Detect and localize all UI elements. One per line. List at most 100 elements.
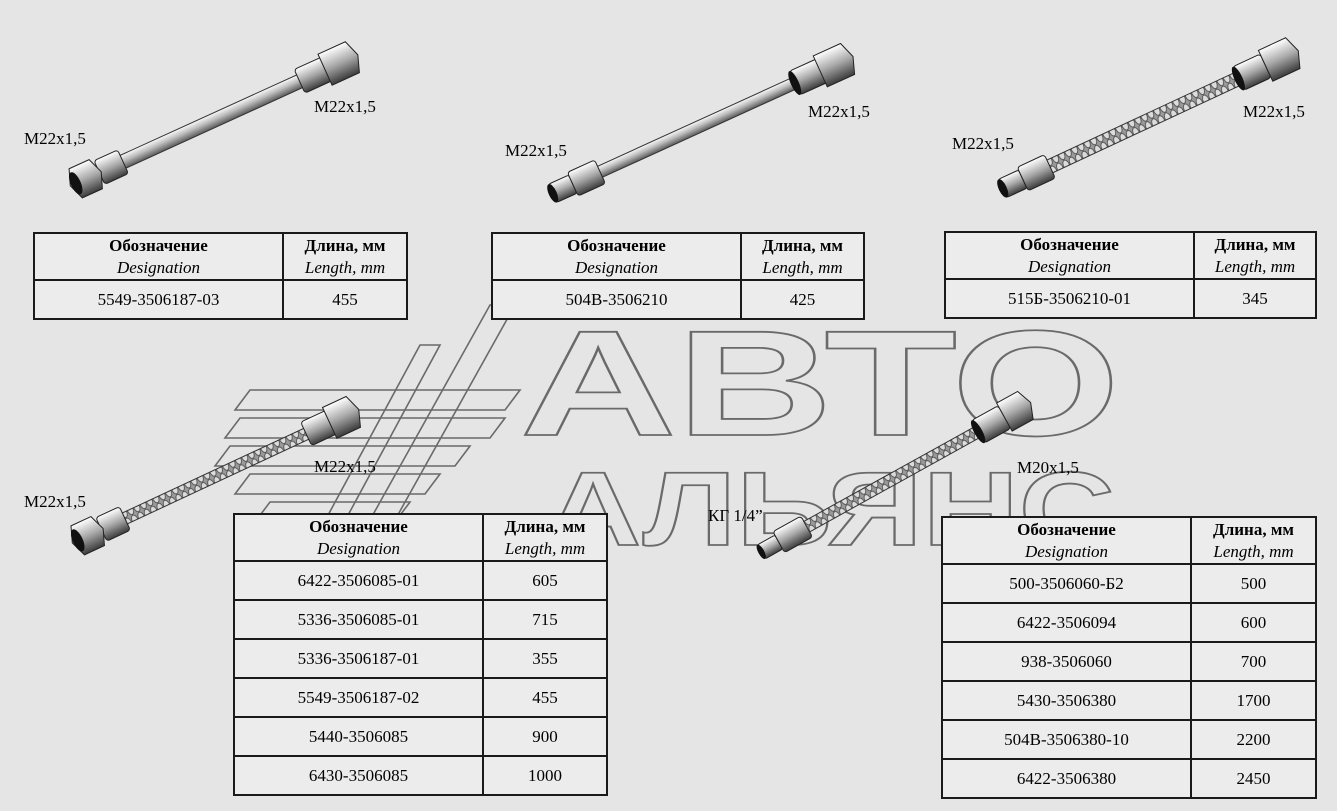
nut-face <box>70 529 85 552</box>
designation-cell: 6430-3506085 <box>233 755 484 796</box>
logo-stripe <box>223 417 507 439</box>
hose-assembly-2 <box>547 42 856 203</box>
designation-cell: 5440-3506085 <box>233 716 484 757</box>
thread-label-left: M22x1,5 <box>24 129 86 148</box>
ring <box>970 420 986 444</box>
ferrule <box>567 160 605 196</box>
designation-cell: 5336-3506187-01 <box>233 638 484 679</box>
logo-stripe <box>233 473 442 495</box>
nipple-face <box>997 179 1009 198</box>
designation-cell: 5549-3506187-02 <box>233 677 484 718</box>
length-cell: 2450 <box>1190 758 1317 799</box>
thread-label-right: M22x1,5 <box>314 457 376 476</box>
hex-nut <box>995 390 1034 432</box>
thread-label-left: M22x1,5 <box>24 492 86 511</box>
thread-label-right: M22x1,5 <box>1243 102 1305 121</box>
hose-braid <box>118 425 315 527</box>
length-cell: 715 <box>482 599 608 640</box>
designation-cell: 500-3506060-Б2 <box>941 563 1192 604</box>
designation-cell: 5336-3506085-01 <box>233 599 484 640</box>
ring <box>788 71 802 95</box>
watermark-line1: АВТО <box>520 299 1120 467</box>
length-cell: 455 <box>482 677 608 718</box>
designation-cell: 504В-3506380-10 <box>941 719 1192 760</box>
logo-stripe <box>233 389 522 411</box>
length-cell: 455 <box>282 279 408 320</box>
length-cell: 600 <box>1190 602 1317 643</box>
hex-nut <box>1257 37 1301 82</box>
length-cell: 1000 <box>482 755 608 796</box>
hose-tube <box>115 71 310 171</box>
logo-slash <box>368 304 517 521</box>
hose-assembly-4 <box>70 395 361 556</box>
hex-nut <box>317 41 360 86</box>
hex-nut <box>321 395 361 439</box>
thread-label-right: M22x1,5 <box>314 97 376 116</box>
length-cell: 500 <box>1190 563 1317 604</box>
length-cell: 425 <box>740 279 865 320</box>
ferrule <box>1017 155 1055 191</box>
designation-cell: 5430-3506380 <box>941 680 1192 721</box>
thread-label-left: M22x1,5 <box>952 134 1014 153</box>
hose-braid <box>1042 70 1245 176</box>
nipple-face <box>547 184 559 203</box>
designation-cell: 5549-3506187-03 <box>33 279 284 320</box>
hose-assembly-5 <box>756 390 1034 559</box>
designation-cell: 6422-3506094 <box>941 602 1192 643</box>
length-cell: 900 <box>482 716 608 757</box>
ring <box>1231 66 1245 91</box>
hose-assembly-3 <box>997 37 1301 198</box>
hose-assembly-1 <box>68 41 360 199</box>
designation-cell: 6422-3506085-01 <box>233 560 484 601</box>
nipple-face <box>756 544 766 559</box>
length-cell: 605 <box>482 560 608 601</box>
designation-cell: 938-3506060 <box>941 641 1192 682</box>
length-cell: 1700 <box>1190 680 1317 721</box>
hex-nut <box>812 42 856 88</box>
thread-label-left: M22x1,5 <box>505 141 567 160</box>
length-cell: 355 <box>482 638 608 679</box>
designation-cell: 515Б-3506210-01 <box>944 278 1195 319</box>
thread-label-right: M22x1,5 <box>808 102 870 121</box>
designation-cell: 6422-3506380 <box>941 758 1192 799</box>
length-cell: 345 <box>1193 278 1317 319</box>
logo-stripe <box>213 445 472 467</box>
hose-tube <box>593 73 805 180</box>
length-cell: 2200 <box>1190 719 1317 760</box>
length-cell: 700 <box>1190 641 1317 682</box>
thread-label-right: M20x1,5 <box>1017 458 1079 477</box>
